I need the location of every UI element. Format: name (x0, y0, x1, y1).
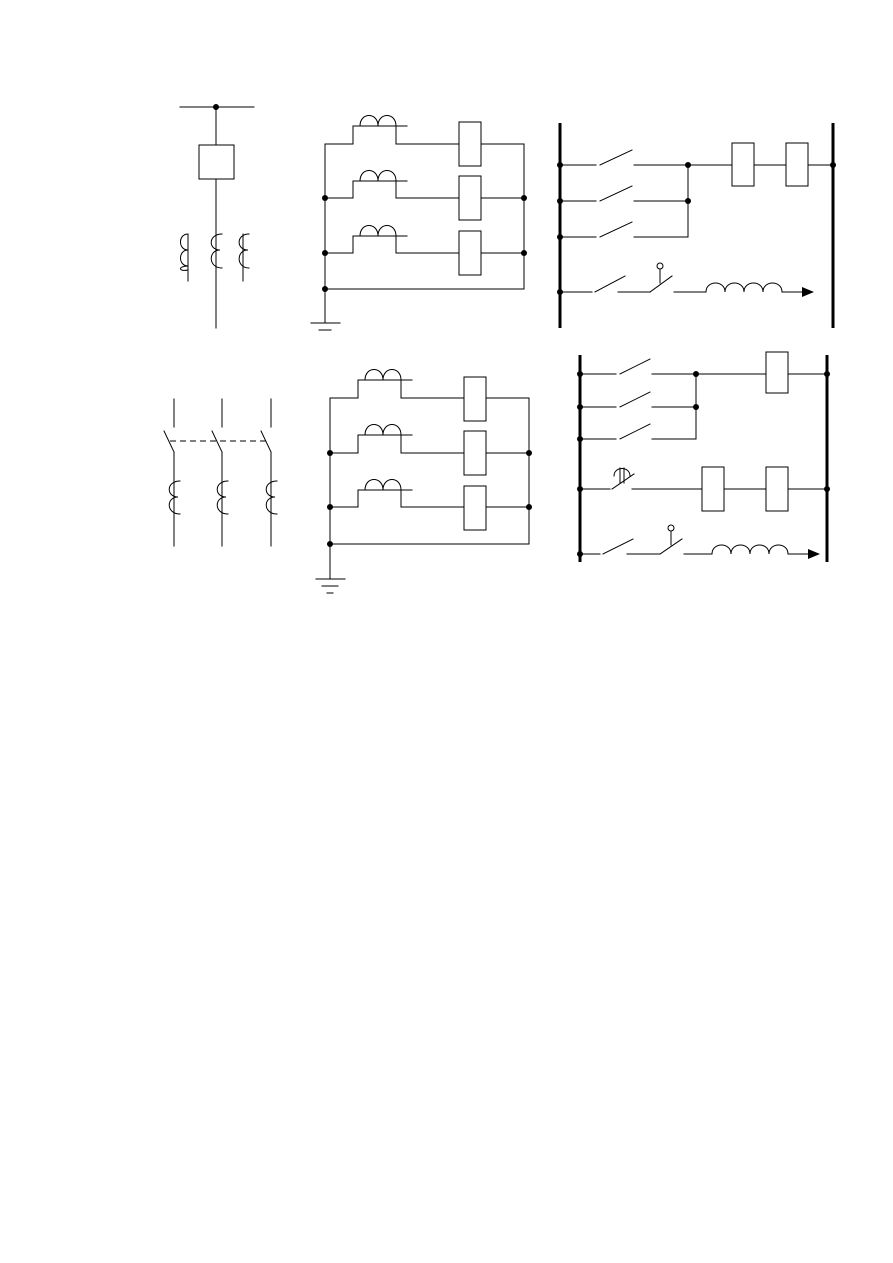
relay-2 (458, 175, 482, 221)
panel-ct-relay-wiring-bottom (315, 369, 532, 594)
ct-secondary-3 (359, 225, 460, 254)
ct-secondary-4 (364, 369, 465, 399)
trip-switch-2 (659, 538, 683, 555)
panel-ct-relay-wiring-top (310, 115, 527, 331)
current-transformer-coils (180, 233, 250, 282)
switch-knob-2 (667, 524, 675, 532)
panel-trip-ladder-top (557, 123, 836, 328)
contact-5 (619, 391, 651, 408)
trip-coil-2 (711, 544, 789, 555)
switch-knob (656, 262, 664, 270)
coil-box-5 (765, 466, 789, 512)
ct-coil-c2 (265, 480, 278, 515)
contact-6 (619, 423, 651, 440)
ct-coil-c (238, 233, 250, 282)
coil-box-1 (731, 142, 755, 187)
relay-3 (458, 230, 482, 276)
ct-secondary-5 (364, 424, 465, 454)
trip-coil (705, 282, 783, 293)
contact-3 (599, 221, 633, 238)
disconnector-blade-a (163, 430, 175, 453)
ct-coil-b2 (216, 480, 229, 515)
trip-switch (649, 275, 673, 293)
ct-coil-a2 (168, 480, 181, 515)
ct-coil-a (180, 233, 189, 282)
breaker-box (198, 144, 235, 180)
coil-box-2 (785, 142, 809, 187)
aux-contact-2 (602, 538, 634, 555)
ct-coil-b (210, 233, 223, 269)
panel-single-line-bay (179, 104, 255, 329)
relay-4 (463, 376, 487, 422)
arrow-icon-2 (808, 549, 820, 559)
ct-secondary-6 (364, 479, 465, 508)
timer-delay-arc (613, 468, 631, 477)
contact-1 (599, 149, 633, 166)
contact-4 (619, 358, 651, 375)
relay-6 (463, 485, 487, 531)
ct-secondary-1 (359, 115, 460, 145)
arrow-icon (802, 287, 814, 297)
panel-trip-ladder-bottom (577, 351, 830, 562)
coil-box-4 (701, 466, 725, 512)
contact-2 (599, 185, 633, 202)
timer-contact (611, 473, 635, 490)
disconnector-blade-b (211, 430, 223, 453)
ct-secondary-2 (359, 170, 460, 199)
relay-1 (458, 121, 482, 167)
coil-box-3 (765, 351, 789, 394)
panel-disconnector-bay (163, 398, 278, 547)
relay-5 (463, 430, 487, 476)
aux-contact (594, 275, 626, 293)
